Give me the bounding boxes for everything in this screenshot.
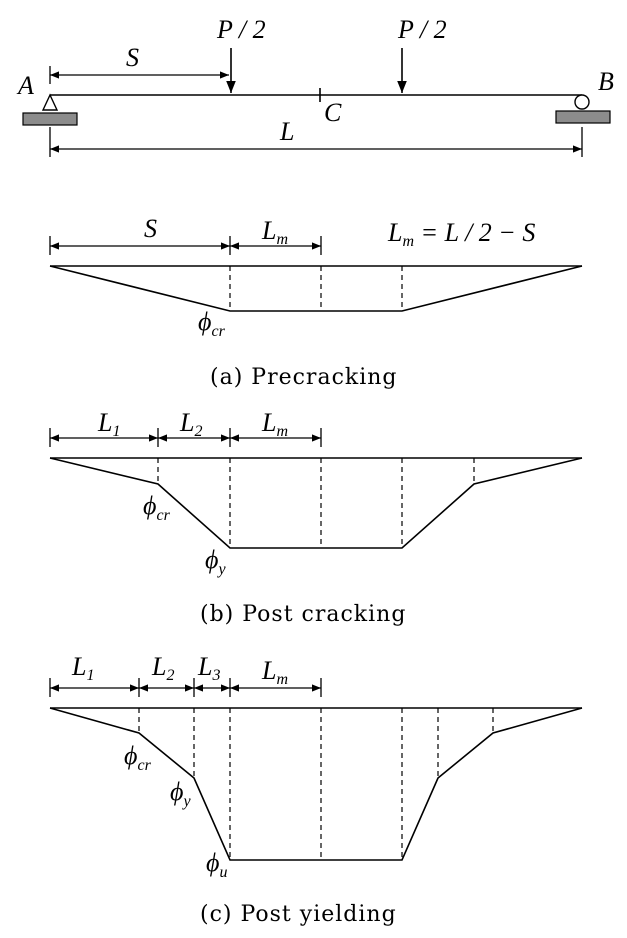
label-c-phi-y: ϕy (170, 777, 191, 810)
label-load-left: P / 2 (216, 15, 266, 44)
panel-post-cracking: L1 L2 Lm ϕcr ϕy (b) Post cracking (49, 408, 583, 627)
support-a-pin (22, 93, 78, 126)
panel-precracking: S Lm Lm = L / 2 − S ϕcr (a) Precracking (49, 214, 583, 390)
label-c-l2: L2 (151, 652, 174, 684)
label-c-l3: L3 (197, 652, 220, 684)
label-a-phi-cr: ϕcr (198, 307, 226, 340)
label-b-lm: Lm (261, 408, 288, 440)
label-b-l1: L1 (97, 408, 120, 440)
label-dim-s: S (126, 43, 139, 72)
caption-b: (b) Post cracking (200, 602, 406, 627)
label-c-lm: Lm (261, 656, 288, 688)
label-load-right: P / 2 (397, 15, 447, 44)
curvature-c-profile (49, 707, 583, 861)
label-c-phi-cr: ϕcr (124, 741, 152, 774)
label-b-phi-y: ϕy (205, 545, 226, 578)
label-a-lm: Lm (261, 216, 288, 248)
label-support-b: B (598, 67, 614, 96)
beam-schematic: A B P / 2 P / 2 C S L (16, 15, 614, 157)
label-a-formula: Lm = L / 2 − S (387, 218, 535, 250)
caption-a: (a) Precracking (210, 365, 398, 390)
label-b-l2: L2 (179, 408, 202, 440)
label-support-a: A (16, 71, 34, 100)
panel-post-yielding: L1 L2 L3 Lm ϕcr ϕy ϕu (c) Post yielding (49, 652, 583, 927)
curvature-b-profile (49, 457, 583, 549)
label-midspan: C (324, 98, 342, 127)
label-c-phi-u: ϕu (206, 848, 227, 881)
label-dim-l: L (279, 117, 294, 146)
label-b-phi-cr: ϕcr (143, 491, 171, 524)
caption-c: (c) Post yielding (200, 902, 397, 927)
label-a-s: S (144, 214, 157, 243)
curvature-a-profile (49, 265, 583, 312)
support-a-base (22, 112, 78, 126)
support-b-roller (555, 94, 611, 124)
label-c-l1: L1 (71, 652, 94, 684)
support-b-base (555, 110, 611, 124)
